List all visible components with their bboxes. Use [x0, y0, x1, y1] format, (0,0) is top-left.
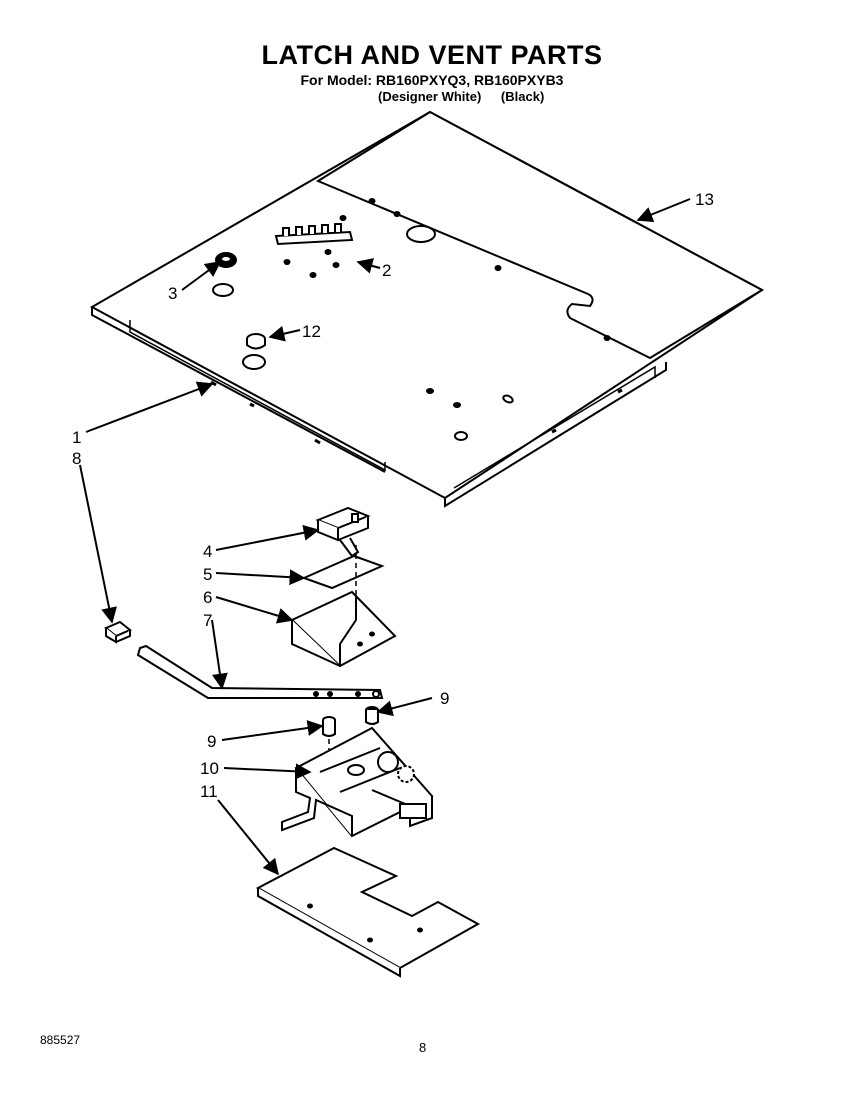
callout-9-left: 9: [207, 732, 216, 751]
callout-8: 8: [72, 449, 81, 468]
bottom-plate: [255, 846, 481, 978]
vent-knob: [215, 252, 237, 268]
model-subtitle: For Model: RB160PXYQ3, RB160PXYB3: [300, 72, 564, 88]
model-variants: (Designer White) (Black): [378, 89, 560, 104]
callout-9-right: 9: [440, 689, 449, 708]
callout-11: 11: [200, 782, 218, 801]
latch-assembly: [281, 726, 434, 838]
callout-labels: 13 2 3 12 1 8 4 5 6 7 9 9 10 11: [72, 190, 714, 801]
callout-6: 6: [203, 588, 212, 607]
callout-12: 12: [302, 322, 321, 341]
leader-lines: [79, 198, 691, 876]
callout-7: 7: [203, 611, 212, 630]
latch-rod: [136, 644, 384, 699]
page-number: 8: [419, 1040, 427, 1055]
callout-1: 1: [72, 428, 81, 447]
callout-3: 3: [168, 284, 177, 303]
callout-5: 5: [203, 565, 212, 584]
rod-handle: [104, 620, 132, 644]
page-title: LATCH AND VENT PARTS: [261, 40, 603, 70]
variant-black: (Black): [500, 89, 545, 104]
switch-bracket: [290, 590, 397, 668]
switch-insulator: [301, 554, 385, 590]
callout-2: 2: [382, 261, 391, 280]
callout-13: 13: [695, 190, 714, 209]
callout-4: 4: [203, 542, 212, 561]
callout-10: 10: [200, 759, 219, 778]
variant-designer-white: (Designer White): [378, 89, 482, 104]
vent-cover: [315, 110, 765, 360]
latch-switch: [315, 506, 371, 558]
rack-clip: [274, 223, 354, 246]
document-code: 885527: [40, 1033, 81, 1047]
plug-button: [246, 333, 266, 350]
